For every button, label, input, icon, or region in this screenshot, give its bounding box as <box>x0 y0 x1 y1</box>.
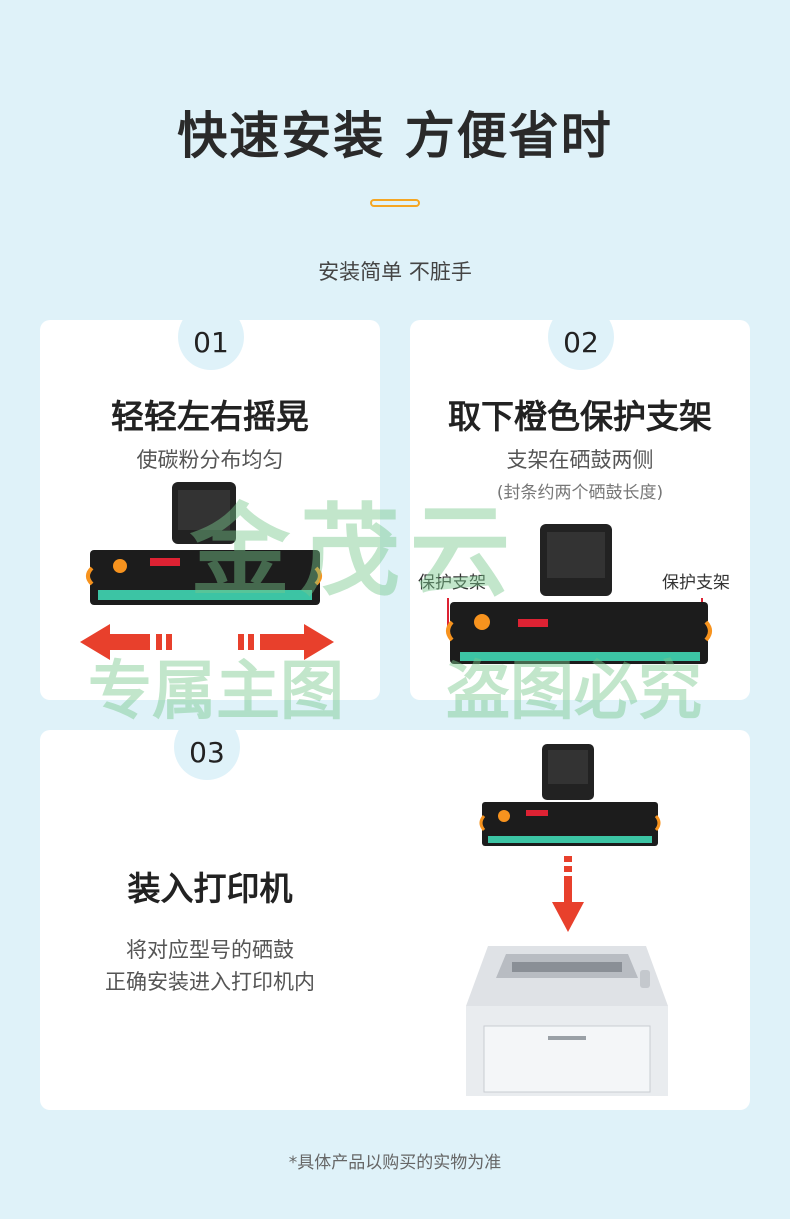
page-subtitle: 安装简单 不脏手 <box>318 260 472 284</box>
toner-cartridge-image-1 <box>86 482 322 605</box>
watermark-text-right: 盗图必究 <box>446 655 702 729</box>
insert-down-arrow-icon <box>552 856 584 932</box>
protect-bracket-label-left: 保护支架 <box>418 573 486 593</box>
step-desc-3-line2: 正确安装进入打印机内 <box>105 970 315 994</box>
step-title-2: 取下橙色保护支架 <box>448 397 712 436</box>
step-desc-1: 使碳粉分布均匀 <box>136 448 284 472</box>
page-title: 快速安装 方便省时 <box>177 107 613 165</box>
step-badge-2: 02 <box>548 304 614 370</box>
step-title-1: 轻轻左右摇晃 <box>111 397 309 436</box>
footer-note: *具体产品以购买的实物为准 <box>288 1153 502 1173</box>
shake-arrows-icon <box>80 624 334 660</box>
title-underline <box>370 199 420 207</box>
protect-bracket-label-right: 保护支架 <box>662 573 730 593</box>
step-badge-3: 03 <box>174 714 240 780</box>
watermark-brand: 金茂云 <box>190 493 520 610</box>
printer-image <box>466 946 668 1096</box>
step-desc-3-line1: 将对应型号的硒鼓 <box>126 938 294 962</box>
watermark-text-left: 专属主图 <box>88 655 344 729</box>
step-desc-2: 支架在硒鼓两侧 <box>506 448 654 472</box>
toner-cartridge-image-2 <box>446 524 712 664</box>
step-note-2: (封条约两个硒鼓长度) <box>496 483 664 503</box>
step-title-3: 装入打印机 <box>127 869 293 908</box>
step-badge-1: 01 <box>178 304 244 370</box>
toner-cartridge-image-3 <box>479 744 661 846</box>
